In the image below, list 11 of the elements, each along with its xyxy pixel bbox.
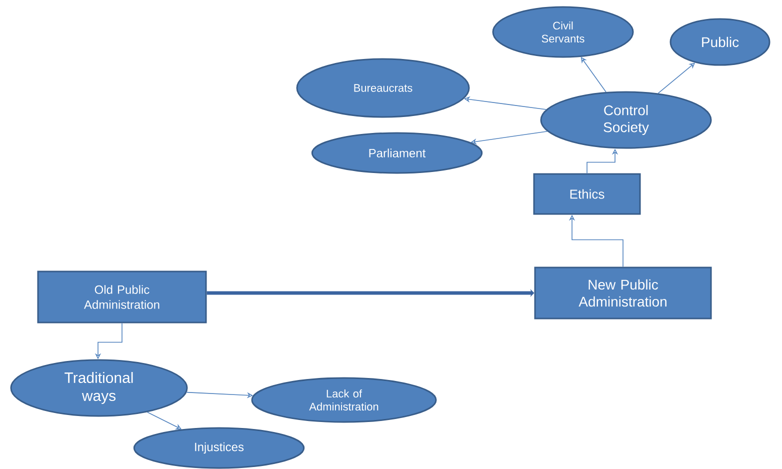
- ellipse-node: Control Society: [540, 91, 712, 149]
- ellipse-node: Civil Servants: [492, 6, 634, 58]
- ellipse-node: Parliament: [311, 132, 483, 174]
- ellipse-node: Public: [670, 18, 770, 66]
- ellipse-node: Lack of Administration: [251, 377, 437, 423]
- process-box: Ethics: [533, 173, 641, 215]
- process-box: Old Public Administration: [37, 270, 207, 324]
- ellipse-node: Bureaucrats: [296, 58, 470, 118]
- ellipse-node: Traditional ways: [10, 359, 188, 417]
- process-box: New Public Administration: [534, 266, 712, 320]
- ellipse-node: Injustices: [133, 427, 305, 469]
